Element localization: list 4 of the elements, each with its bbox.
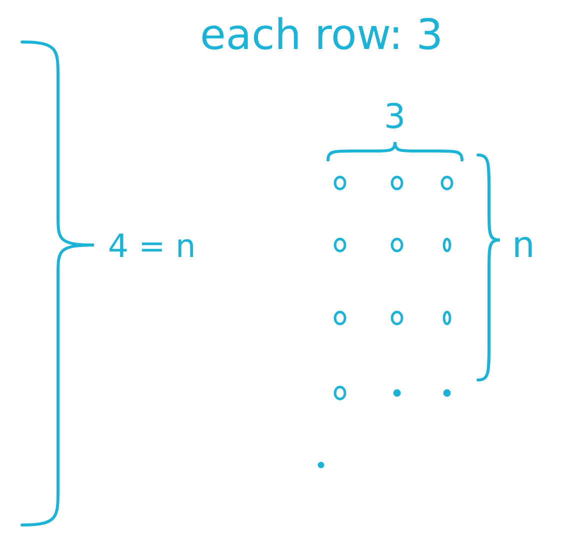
handwritten-label: 4 = n (108, 230, 196, 262)
handwritten-label: n (512, 228, 535, 264)
handwritten-label: each row: 3 (200, 14, 443, 56)
handwritten-label: 3 (384, 100, 406, 134)
